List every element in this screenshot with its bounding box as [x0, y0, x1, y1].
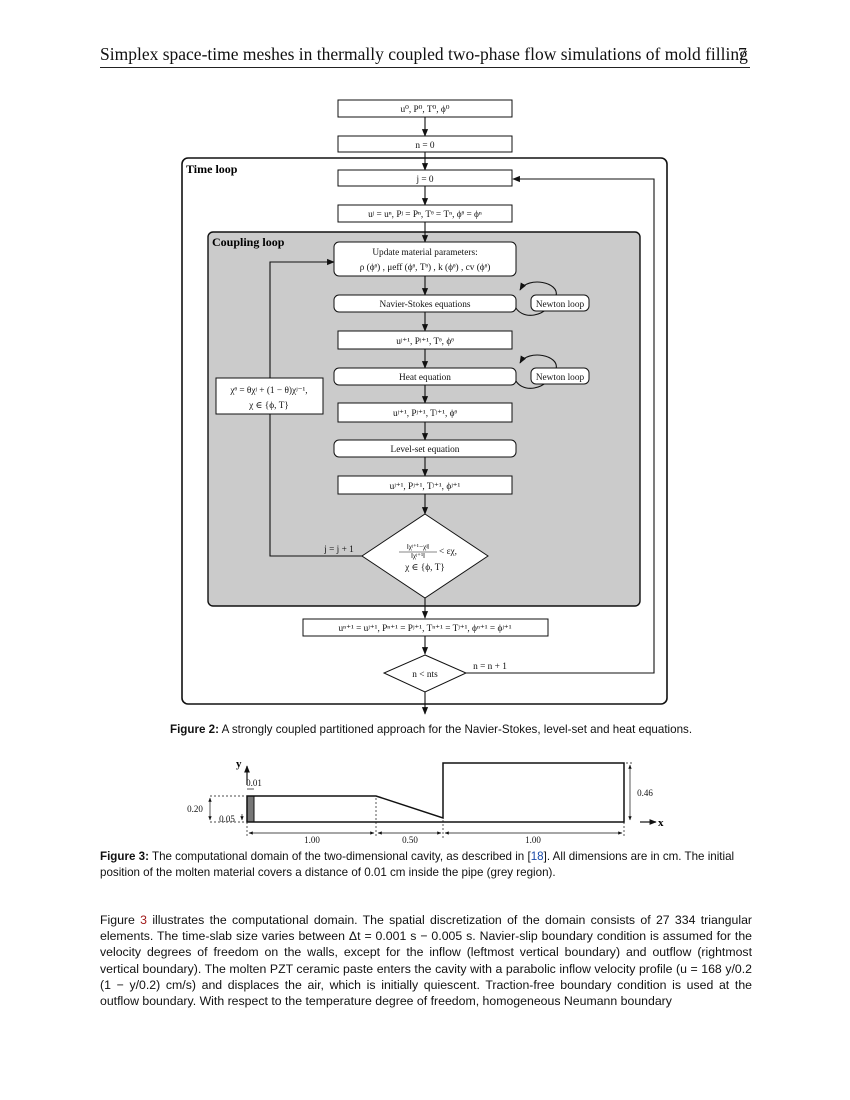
body-paragraph: Figure 3 illustrates the computational d… [100, 912, 752, 1009]
newton-loop-1-box [530, 294, 590, 312]
relaxation-box [215, 377, 324, 415]
state-after-ls-text: uʲ⁺¹, Pʲ⁺¹, Tʲ⁺¹, ϕʲ⁺¹ [390, 482, 461, 492]
arrow-time-loop-return [466, 175, 655, 674]
figure-3-caption: Figure 3: The computational domain of th… [100, 849, 755, 880]
heat-equation-text: Heat equation [399, 373, 451, 383]
state-after-ns-text: uʲ⁺¹, Pʲ⁺¹, Tᶿ, ϕᶿ [396, 337, 454, 347]
dim-046-label: 0.46 [637, 788, 653, 798]
figure-reference-link[interactable]: 3 [140, 913, 148, 927]
n-check-text: n < nts [412, 670, 438, 680]
update-params-text: ρ (ϕᶿ) , μeff (ϕᶿ, Tᶿ) , k (ϕᶿ) , cv (ϕᶿ… [360, 262, 491, 273]
conv-set: χ ∈ {ϕ, T} [404, 563, 445, 573]
figure-3-label: Figure 3: [100, 850, 149, 863]
state-after-heat-text: uʲ⁺¹, Pʲ⁺¹, Tʲ⁺¹, ϕᶿ [393, 409, 458, 419]
cavity-outline [246, 762, 625, 823]
convergence-diamond [361, 513, 489, 599]
newton-loop-2-box [530, 367, 590, 385]
navier-stokes-box [333, 294, 517, 313]
n-increment-text: n = n + 1 [473, 662, 507, 672]
figure-2-text: A strongly coupled partitioned approach … [221, 723, 693, 736]
page-number: 7 [738, 44, 747, 64]
newton-loop-2-text: Newton loop [536, 373, 585, 383]
n-init-box [337, 135, 513, 153]
state-after-ns-box [337, 330, 513, 350]
dim-100-right-label: 1.00 [525, 835, 541, 845]
citation-link[interactable]: 18 [530, 850, 544, 863]
conv-relation: < εχ, [439, 547, 457, 557]
relax-line1-text: χᶿ = θχʲ + (1 − θ)χʲ⁻¹, [229, 385, 307, 396]
body-lead: Figure [100, 913, 135, 927]
figure-2-label: Figure 2: [170, 723, 219, 736]
update-params-box [333, 241, 517, 277]
final-assign-text: uⁿ⁺¹ = uʲ⁺¹, Pⁿ⁺¹ = Pʲ⁺¹, Tⁿ⁺¹ = Tʲ⁺¹, ϕ… [339, 624, 512, 634]
coupling-flowchart: Time loop Coupling loop [181, 99, 668, 715]
j-increment-text: j = j + 1 [323, 545, 354, 555]
dim-005-label: 0.05 [219, 814, 235, 824]
heat-equation-box [333, 367, 517, 386]
figure-3-text-a: The computational domain of the two-dime… [151, 850, 531, 863]
n-init-text: n = 0 [415, 141, 435, 151]
assign-box [337, 204, 513, 223]
dim-001-label: 0.01 [246, 778, 262, 788]
time-loop-label: Time loop [186, 162, 238, 176]
j-init-box [337, 169, 513, 187]
j-init-text: j = 0 [415, 175, 433, 185]
molten-material-region [246, 795, 255, 823]
final-assign-box [302, 618, 549, 637]
body-text: illustrates the computational domain. Th… [100, 913, 753, 1009]
coupling-loop-label: Coupling loop [212, 235, 285, 249]
dim-020-label: 0.20 [187, 804, 203, 814]
figure-2-caption: Figure 2: A strongly coupled partitioned… [170, 722, 692, 738]
init-state-text: u⁰, P⁰, T⁰, ϕ⁰ [400, 105, 449, 115]
update-title-text: Update material parameters: [372, 248, 477, 258]
x-axis-label: x [658, 817, 664, 829]
header-rule [100, 67, 750, 68]
navier-stokes-text: Navier-Stokes equations [380, 300, 471, 310]
assign-text: uʲ = uⁿ, Pʲ = Pⁿ, Tᶿ = Tⁿ, ϕᶿ = ϕⁿ [368, 210, 482, 220]
level-set-box [333, 439, 517, 458]
relax-line2-text: χ ∈ {ϕ, T} [248, 401, 289, 411]
dim-100-left-label: 1.00 [304, 835, 320, 845]
n-check-diamond [382, 654, 468, 693]
figure-3-text-b: ]. All dimensions are in cm. The initial… [100, 850, 735, 879]
init-state-box [337, 99, 513, 118]
y-axis-label: y [236, 758, 242, 770]
running-header-title: Simplex space-time meshes in thermally c… [100, 44, 748, 64]
state-after-ls-box [337, 475, 513, 495]
dim-050-label: 0.50 [402, 835, 418, 845]
conv-numerator: ‖χʲ⁺¹−χʲ‖ [407, 543, 430, 551]
level-set-text: Level-set equation [391, 445, 460, 455]
state-after-heat-box [337, 402, 513, 423]
conv-denominator: ‖χʲ⁺¹‖ [411, 552, 425, 560]
computational-domain-figure: y x 0.01 0.20 0.05 0.46 1.00 0.50 1.00 [187, 758, 664, 845]
newton-loop-1-text: Newton loop [536, 300, 585, 310]
